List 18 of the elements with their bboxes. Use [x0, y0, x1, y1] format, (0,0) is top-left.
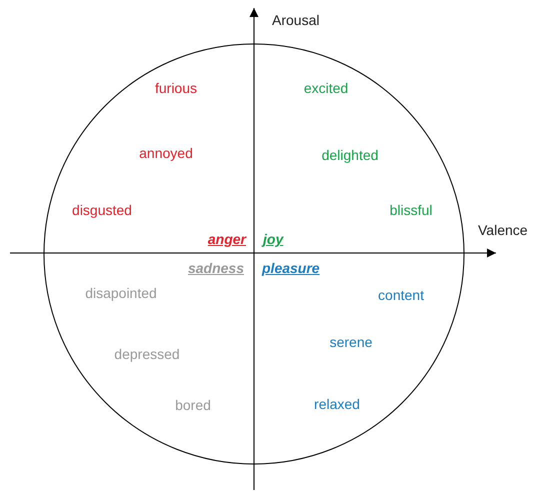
emotion-word: annoyed: [139, 146, 193, 160]
quadrant-label: pleasure: [262, 261, 320, 275]
emotion-word: disapointed: [85, 286, 157, 300]
quadrant-label: anger: [208, 232, 246, 246]
emotion-word: depressed: [114, 347, 180, 361]
axis-label: Arousal: [272, 13, 320, 27]
emotion-word: bored: [175, 398, 211, 412]
emotion-word: furious: [154, 81, 198, 95]
emotion-word: content: [378, 288, 424, 302]
emotion-word: relaxed: [314, 397, 360, 411]
emotion-word: serene: [330, 335, 372, 349]
axis-label: Valence: [478, 223, 528, 237]
emotion-word: delighted: [322, 148, 378, 162]
emotion-word: blissful: [390, 203, 432, 217]
emotion-word: excited: [304, 81, 348, 95]
quadrant-label: joy: [263, 232, 284, 246]
quadrant-label: sadness: [188, 261, 244, 275]
emotion-word: disgusted: [72, 203, 132, 217]
